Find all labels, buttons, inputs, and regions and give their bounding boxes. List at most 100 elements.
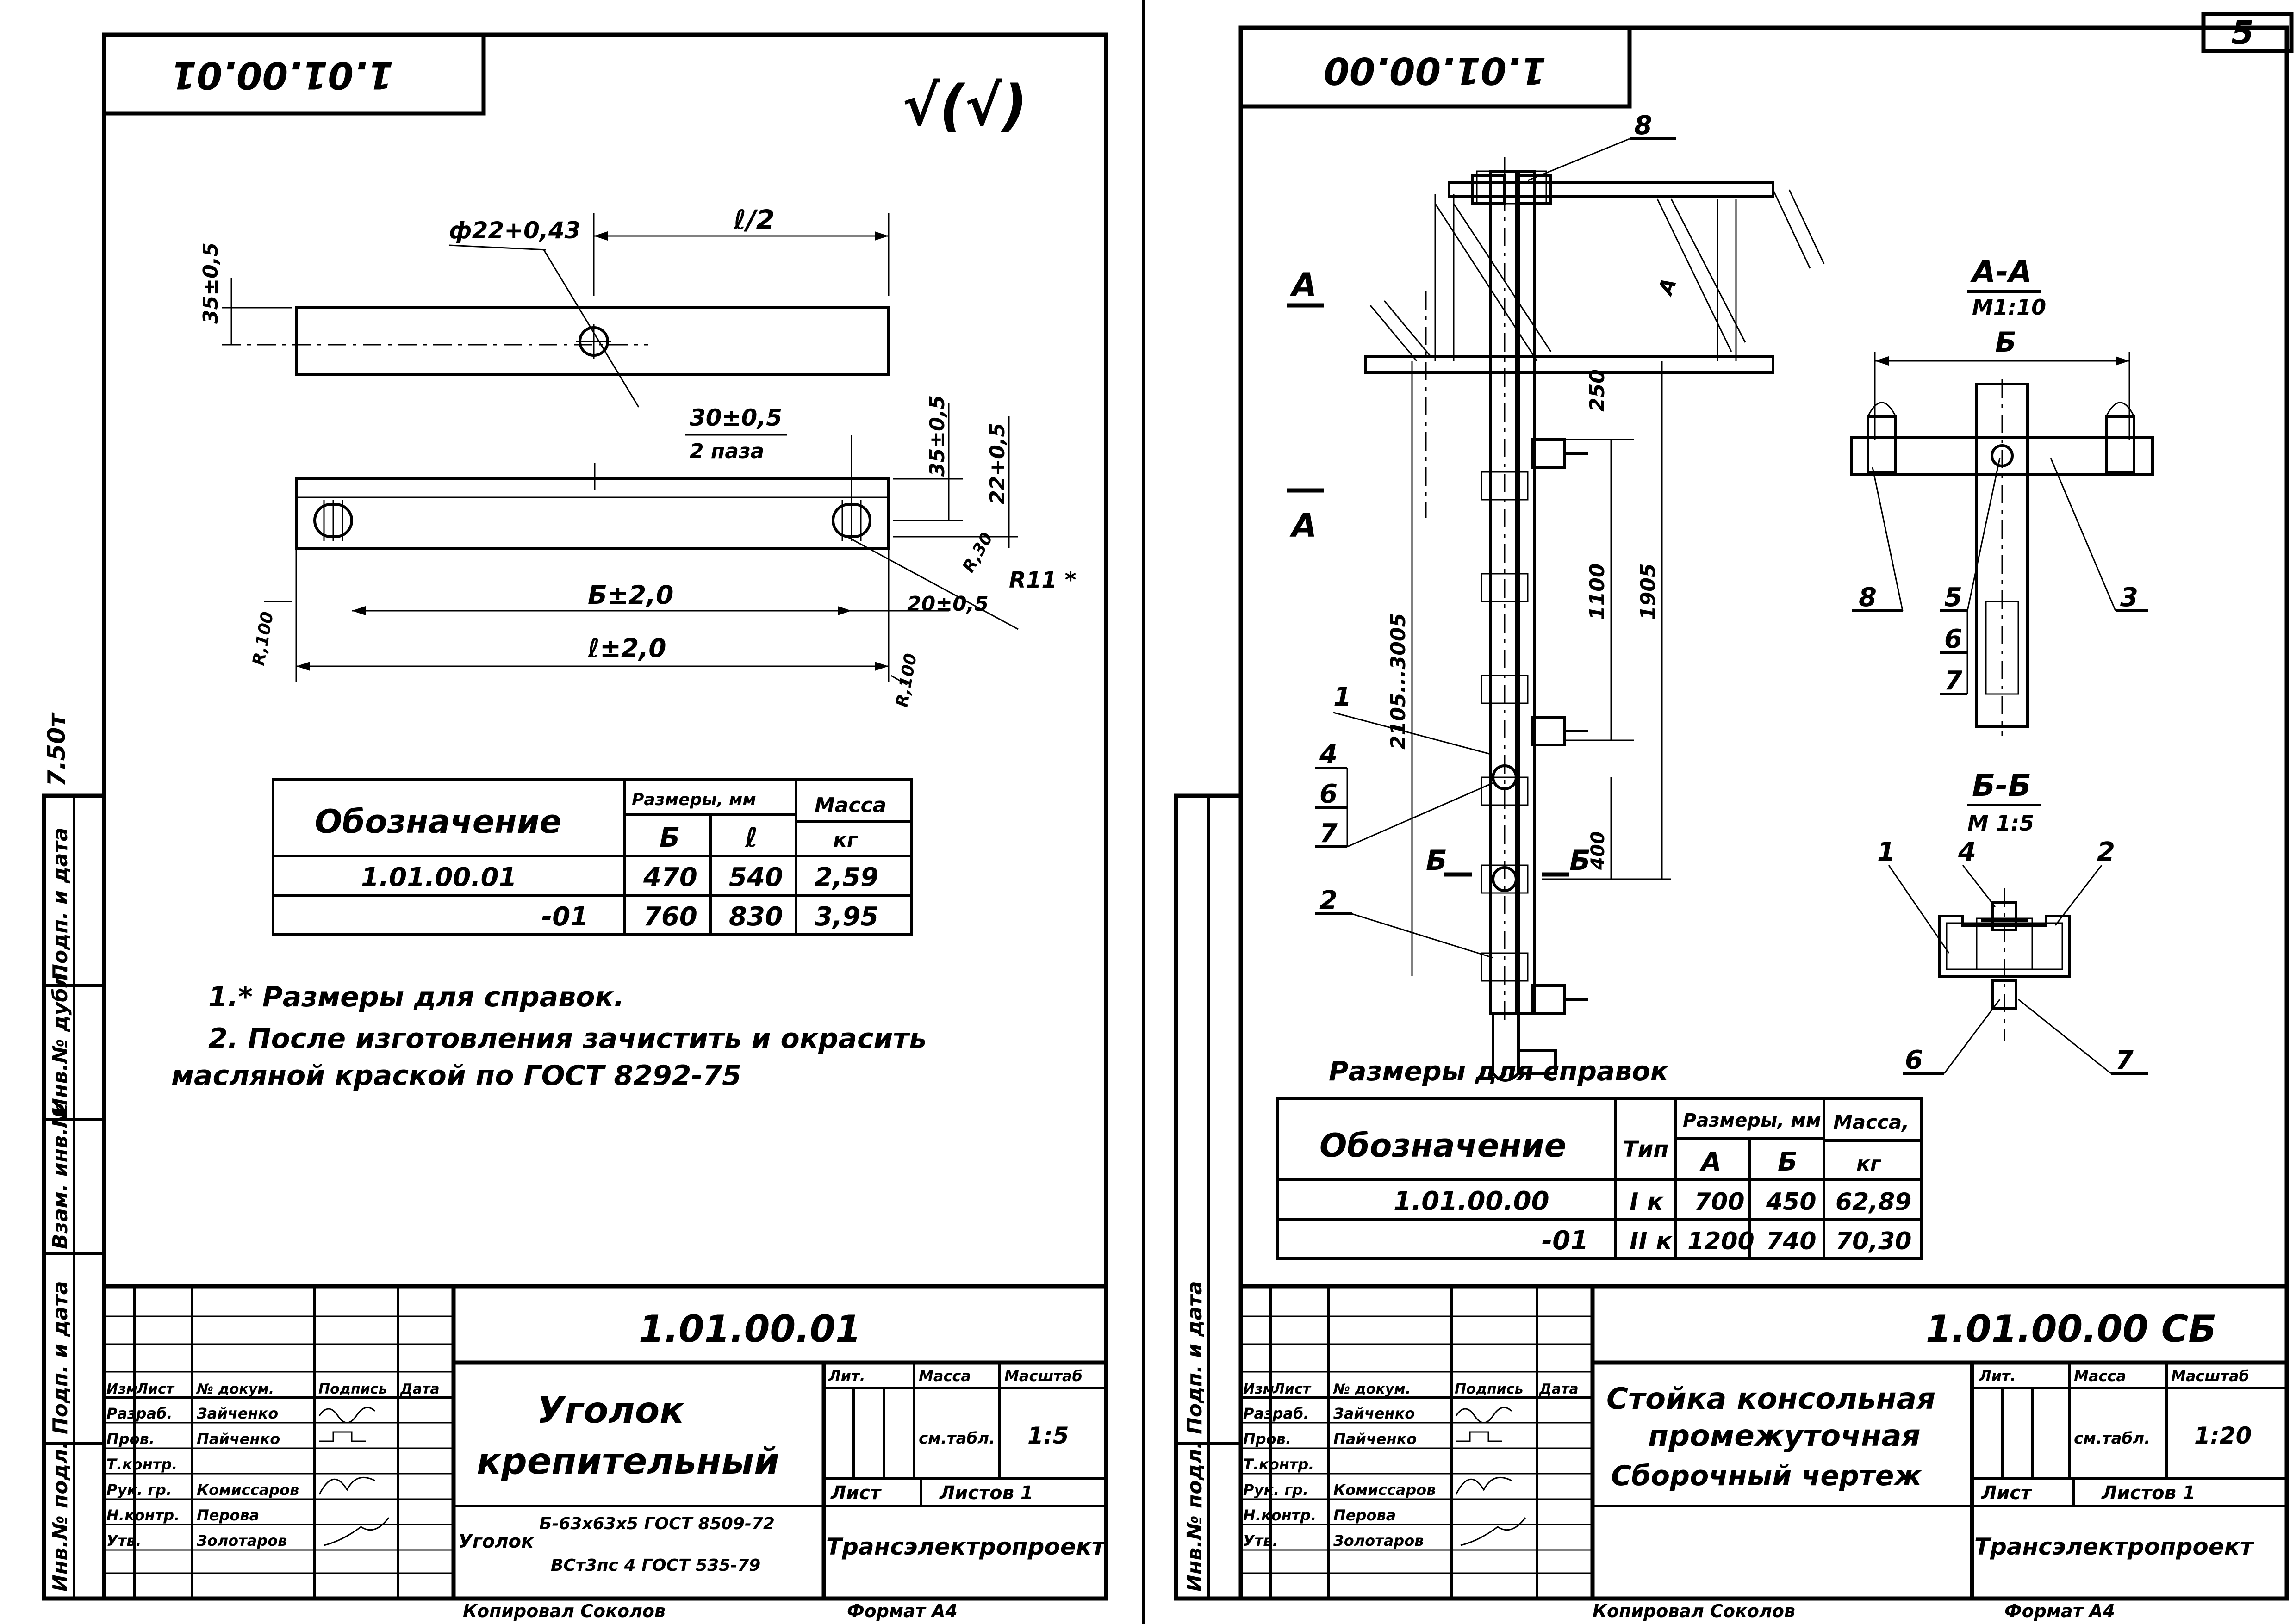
left-rotated-code: 1.01.00.01 [171, 54, 393, 97]
left-hdr-date: Дата [400, 1381, 440, 1397]
section-mark-b-right: Б [1569, 844, 1591, 877]
note-2: 2. После изготовления зачистить и окраси… [208, 1023, 927, 1055]
right-copied: Копировал Соколов [1593, 1601, 1795, 1621]
right-name-0: Зайченко [1333, 1405, 1415, 1422]
angle-front-view: 30±0,5 2 паза 35±0,5 22+0,5 R,30 R11 * Б… [249, 395, 1076, 709]
left-stamp-mass: Масса [919, 1367, 971, 1385]
left-hdr-doc: № докум. [196, 1381, 274, 1397]
right-role-4: Н.контр. [1243, 1506, 1316, 1524]
right-table-row2-designation: -01 [1542, 1226, 1588, 1256]
right-table-row2-b: 740 [1766, 1227, 1817, 1255]
right-name-3: Комиссаров [1333, 1481, 1436, 1499]
bb-callout-6: 6 [1905, 1045, 1923, 1075]
left-sheet-drawing: 1.01.00.01 √(√) Инв.№ подл. Подп. и дата… [42, 32, 1108, 1621]
bb-callout-7: 7 [2116, 1045, 2134, 1075]
aa-callout-5: 5 [1944, 583, 1962, 613]
right-role-3: Рук. гр. [1243, 1481, 1308, 1499]
left-size-table: Обозначение Размеры, мм Б ℓ Масса кг 1.0… [272, 778, 913, 936]
left-copied: Копировал Соколов [463, 1601, 666, 1621]
side-label-inv-dubl: Инв.№ дубл. [49, 965, 72, 1115]
note-3: масляной краской по ГОСТ 8292-75 [171, 1060, 741, 1092]
left-hdr-list: Лист [136, 1381, 175, 1397]
section-mark-a-bottom: А [1289, 507, 1317, 545]
dim-slots: 2 паза [690, 440, 764, 463]
dim-l: ℓ±2,0 [587, 633, 666, 663]
page-number-box [2201, 12, 2294, 53]
inventory-label: 7.50т [43, 712, 71, 787]
right-format: Формат А4 [2004, 1601, 2115, 1621]
dim-35-front: 35±0,5 [926, 395, 949, 477]
left-table-row1-designation: 1.01.00.01 [361, 862, 517, 893]
left-material-1: Б-63х63х5 ГОСТ 8509-72 [539, 1514, 775, 1533]
callout-2: 2 [1319, 886, 1338, 916]
section-mark-b-left: Б [1426, 844, 1447, 877]
right-table-col-sizes: Размеры, мм [1683, 1110, 1821, 1131]
callout-6: 6 [1319, 779, 1338, 809]
right-role-0: Разраб. [1243, 1405, 1309, 1422]
right-table-col-mass: Масса, [1833, 1111, 1909, 1134]
left-role-4: Н.контр. [106, 1506, 180, 1524]
right-signature-3 [1455, 1476, 1512, 1495]
right-rotated-code: 1.01.00.00 [1324, 49, 1546, 92]
bb-callout-1: 1 [1877, 837, 1895, 867]
right-table-col-type: Тип [1623, 1136, 1669, 1162]
right-name-4: Перова [1333, 1506, 1396, 1524]
right-table-row1-a: 700 [1694, 1188, 1745, 1216]
right-signature-4 [1460, 1517, 1526, 1546]
right-role-1: Пров. [1243, 1430, 1291, 1448]
dim-20: 20±0,5 [907, 592, 989, 616]
right-sheet-drawing: 5 1.01.00.00 Инв.№ подл. Подп. и дата [1174, 12, 2294, 1621]
page-number: 5 [2231, 14, 2254, 52]
left-table-col-designation: Обозначение [315, 803, 561, 841]
dim-400: 400 [1587, 831, 1609, 871]
left-role-0: Разраб. [106, 1405, 173, 1422]
right-side-label-inv-podl: Инв.№ подл. [1183, 1441, 1207, 1592]
side-label-podp-data-2: Подп. и дата [49, 827, 72, 981]
left-role-3: Рук. гр. [106, 1481, 172, 1499]
aa-callout-8: 8 [1859, 583, 1877, 613]
left-table-row2-l: 830 [729, 902, 783, 932]
right-stamp-org: Трансэлектропроект [1974, 1533, 2255, 1560]
left-name-1: Пайченко [197, 1430, 280, 1448]
left-table-row1-mass: 2,59 [815, 862, 878, 893]
callout-7: 7 [1319, 818, 1338, 849]
aa-callout-3: 3 [2120, 583, 2138, 613]
side-label-inv-podl: Инв.№ подл. [49, 1441, 72, 1592]
right-stamp-mass: Масса [2074, 1367, 2126, 1385]
left-name-3: Комиссаров [197, 1481, 299, 1499]
side-label-podp-data-1: Подп. и дата [49, 1281, 72, 1434]
left-table-col-mass-unit: кг [833, 828, 859, 852]
dim-b: Б±2,0 [588, 580, 673, 610]
left-table-col-sizes: Размеры, мм [632, 790, 756, 809]
left-table-row2-b: 760 [643, 902, 697, 932]
right-code-box [1238, 25, 1632, 109]
right-sheet: 5 1.01.00.00 Инв.№ подл. Подп. и дата [1148, 0, 2296, 1624]
right-signature-2 [1456, 1431, 1502, 1442]
left-name-4: Перова [197, 1506, 259, 1524]
right-name-5: Золотаров [1333, 1532, 1424, 1550]
left-stamp-title-2: крепительный [477, 1441, 779, 1482]
side-label-vzam-inv: Взам. инв.№ [49, 1103, 72, 1249]
right-role-5: Утв. [1243, 1532, 1278, 1550]
right-stamp-sheets: Листов 1 [2101, 1482, 2196, 1504]
left-code-box [102, 32, 486, 116]
right-stamp-sheet: Лист [1981, 1482, 2033, 1504]
section-mark-a-top: А [1289, 266, 1317, 304]
callout-4: 4 [1319, 740, 1338, 770]
right-hdr-date: Дата [1539, 1381, 1579, 1397]
signature-2 [319, 1431, 366, 1442]
section-bb-title: Б-Б [1972, 768, 2031, 803]
signature-4 [324, 1517, 390, 1546]
left-hdr-sign: Подпись [318, 1381, 387, 1397]
left-name-5: Золотаров [196, 1532, 287, 1550]
label-a-brace: А [1653, 275, 1681, 299]
callout-1: 1 [1333, 682, 1351, 712]
section-aa-scale: М1:10 [1972, 295, 2046, 320]
left-table-row1-b: 470 [643, 862, 697, 893]
right-name-1: Пайченко [1333, 1430, 1417, 1448]
right-stamp-lit: Лит. [1979, 1367, 2016, 1385]
signature-1 [318, 1407, 376, 1424]
left-table-col-mass: Масса [815, 793, 886, 817]
left-stamp-mass-val: см.табл. [919, 1429, 995, 1448]
dim-a-right: R,100 [892, 652, 921, 709]
